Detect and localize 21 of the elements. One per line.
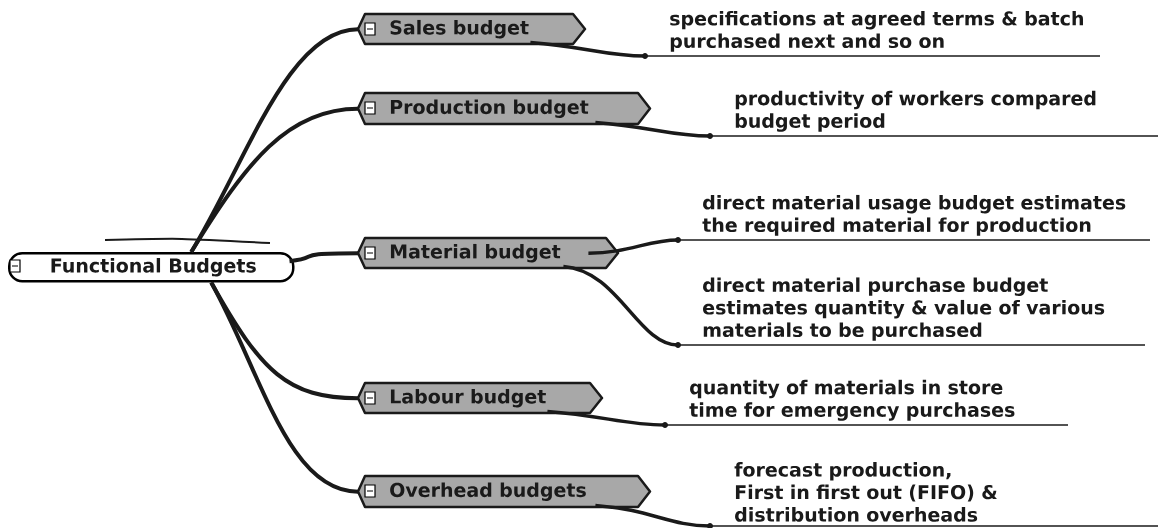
topic-text: specifications at agreed terms & batch purchased next and so on (642, 10, 1101, 59)
branch-line (595, 503, 711, 528)
branch-line (189, 106, 359, 254)
branch-tag: Material budget (356, 236, 620, 270)
branch-line (595, 120, 711, 138)
topic-text: forecast production, First in first out (FIFO) & distribution overheads (707, 462, 1159, 528)
branch-line (588, 238, 679, 255)
branch-line (530, 40, 646, 58)
branch-line (547, 409, 666, 427)
root-topic: Functional Budgets (8, 252, 295, 283)
branch-tag: Labour budget (356, 381, 604, 415)
branch-line (209, 281, 359, 494)
branch-line (289, 251, 358, 264)
branch-tag: Overhead budgets (356, 474, 652, 509)
branch-tag: Production budget (356, 91, 652, 126)
topic-text: direct material purchase budget estimates quantity & value of various materials to be purchased (675, 277, 1146, 348)
branch-tag: Sales budget (356, 12, 587, 46)
branch-line (563, 264, 679, 347)
topic-text: direct material usage budget estimates the required material for production (675, 194, 1151, 243)
topic-text: productivity of workers compared budget period (707, 90, 1159, 139)
topic-text: quantity of materials in store time for emergency purchases (662, 379, 1069, 428)
